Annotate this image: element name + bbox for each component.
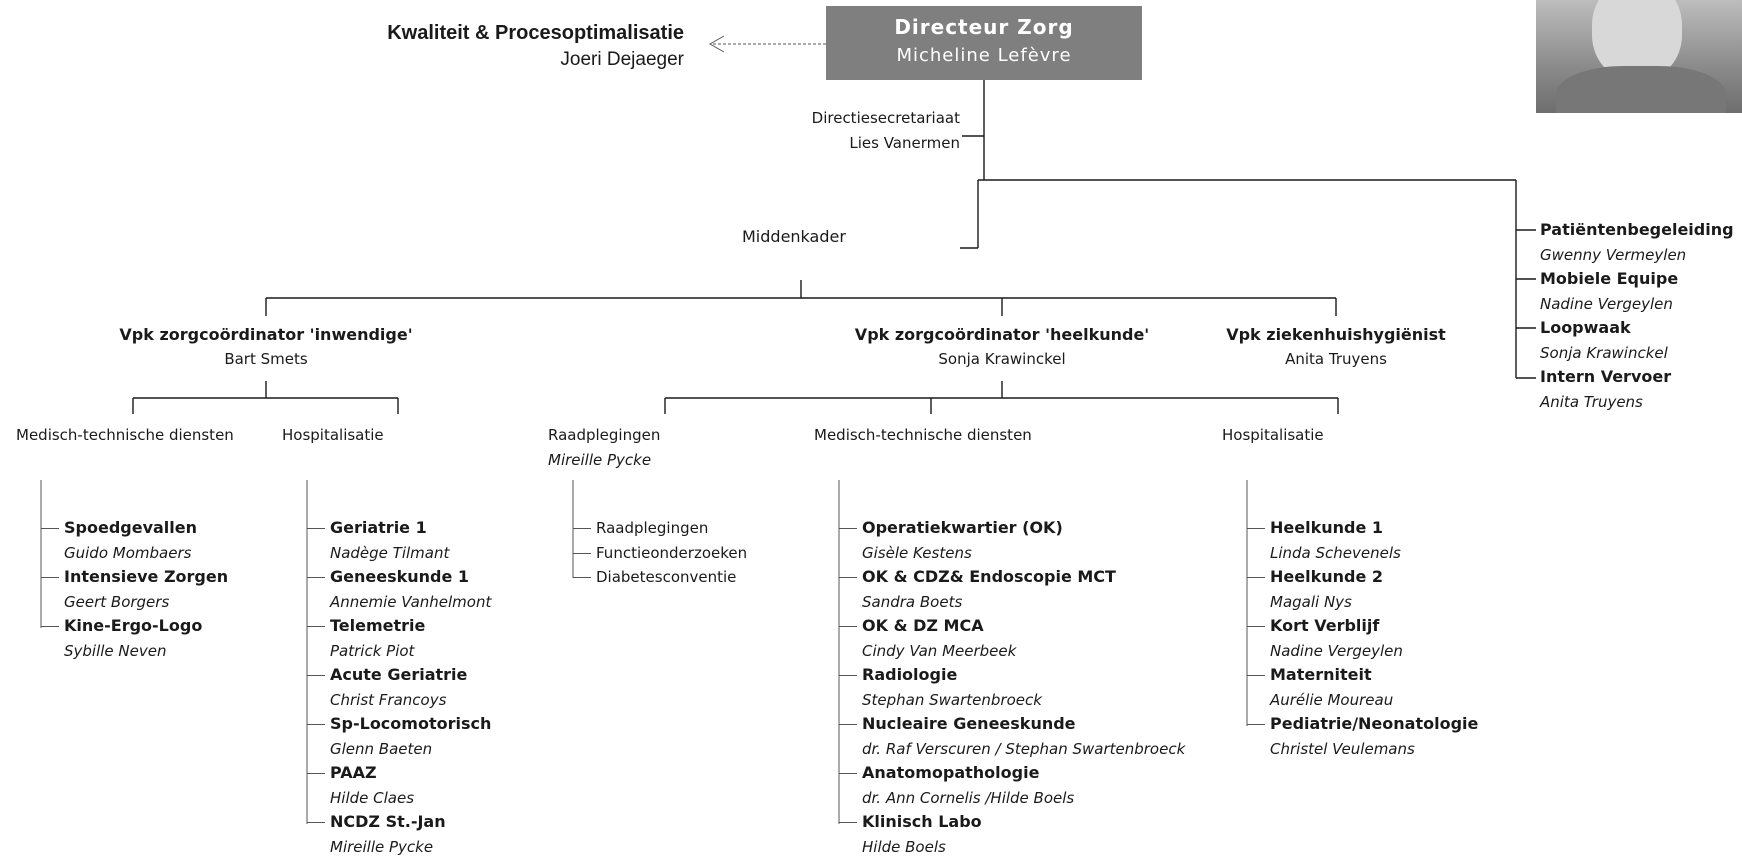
unit-title: Sp-Locomotorisch bbox=[330, 712, 491, 737]
unit-head: Patrick Piot bbox=[330, 639, 491, 664]
director-photo bbox=[1536, 0, 1742, 113]
hygienist-name: Anita Truyens bbox=[1285, 350, 1387, 368]
coordinator-inwendige-name: Bart Smets bbox=[224, 350, 307, 368]
unit-title: Kort Verblijf bbox=[1270, 614, 1478, 639]
unit-head: Mireille Pycke bbox=[330, 835, 491, 859]
inwendige-mtd-list: Spoedgevallen Guido Mombaers Intensieve … bbox=[64, 516, 228, 663]
director-title: Directeur Zorg bbox=[826, 15, 1142, 39]
heelkunde-mtd-label: Medisch-technische diensten bbox=[814, 426, 1032, 444]
staff-list-right: Patiëntenbegeleiding Gwenny Vermeylen Mo… bbox=[1540, 218, 1734, 414]
unit-title: Radiologie bbox=[862, 663, 1185, 688]
coordinator-inwendige-title: Vpk zorgcoördinator 'inwendige' bbox=[119, 325, 412, 344]
unit-title: OK & DZ MCA bbox=[862, 614, 1185, 639]
unit-title: PAAZ bbox=[330, 761, 491, 786]
raadplegingen-item: Raadplegingen bbox=[596, 516, 747, 541]
unit-head: Sybille Neven bbox=[64, 639, 228, 664]
unit-head: Sandra Boets bbox=[862, 590, 1185, 615]
secretariat-name: Lies Vanermen bbox=[849, 134, 960, 152]
unit-title: Intensieve Zorgen bbox=[64, 565, 228, 590]
unit-head: dr. Raf Verscuren / Stephan Swartenbroec… bbox=[862, 737, 1185, 762]
unit-head: Glenn Baeten bbox=[330, 737, 491, 762]
quality-title: Kwaliteit & Procesoptimalisatie bbox=[387, 22, 684, 45]
unit-head: Aurélie Moureau bbox=[1270, 688, 1478, 713]
unit-head: Christ Francoys bbox=[330, 688, 491, 713]
unit-head: Gisèle Kestens bbox=[862, 541, 1185, 566]
unit-title: Materniteit bbox=[1270, 663, 1478, 688]
unit-title: NCDZ St.-Jan bbox=[330, 810, 491, 835]
photo-sweater bbox=[1556, 66, 1726, 113]
inwendige-hosp-list: Geriatrie 1 Nadège Tilmant Geneeskunde 1… bbox=[330, 516, 491, 859]
director-name: Micheline Lefèvre bbox=[826, 45, 1142, 66]
unit-title: Geneeskunde 1 bbox=[330, 565, 491, 590]
unit-head: Guido Mombaers bbox=[64, 541, 228, 566]
staff-name: Gwenny Vermeylen bbox=[1540, 243, 1734, 268]
raadplegingen-item: Functieonderzoeken bbox=[596, 541, 747, 566]
staff-title: Mobiele Equipe bbox=[1540, 267, 1734, 292]
heelkunde-hosp-label: Hospitalisatie bbox=[1222, 426, 1324, 444]
coordinator-heelkunde-title: Vpk zorgcoördinator 'heelkunde' bbox=[855, 325, 1149, 344]
unit-head: Annemie Vanhelmont bbox=[330, 590, 491, 615]
unit-title: Klinisch Labo bbox=[862, 810, 1185, 835]
heelkunde-mtd-list: Operatiekwartier (OK) Gisèle Kestens OK … bbox=[862, 516, 1185, 859]
unit-title: Spoedgevallen bbox=[64, 516, 228, 541]
unit-title: OK & CDZ& Endoscopie MCT bbox=[862, 565, 1185, 590]
inwendige-hosp-label: Hospitalisatie bbox=[282, 426, 384, 444]
unit-title: Pediatrie/Neonatologie bbox=[1270, 712, 1478, 737]
unit-title: Kine-Ergo-Logo bbox=[64, 614, 228, 639]
unit-title: Geriatrie 1 bbox=[330, 516, 491, 541]
heelkunde-hosp-list: Heelkunde 1 Linda Schevenels Heelkunde 2… bbox=[1270, 516, 1478, 761]
raadplegingen-item: Diabetesconventie bbox=[596, 565, 747, 590]
unit-title: Heelkunde 1 bbox=[1270, 516, 1478, 541]
staff-title: Loopwaak bbox=[1540, 316, 1734, 341]
unit-head: Hilde Boels bbox=[862, 835, 1185, 859]
staff-name: Anita Truyens bbox=[1540, 390, 1734, 415]
unit-title: Heelkunde 2 bbox=[1270, 565, 1478, 590]
quality-name: Joeri Dejaeger bbox=[560, 49, 684, 71]
staff-title: Patiëntenbegeleiding bbox=[1540, 218, 1734, 243]
raadplegingen-name: Mireille Pycke bbox=[548, 451, 651, 469]
staff-title: Intern Vervoer bbox=[1540, 365, 1734, 390]
unit-head: Magali Nys bbox=[1270, 590, 1478, 615]
middle-management-label: Middenkader bbox=[742, 227, 846, 246]
unit-head: dr. Ann Cornelis /Hilde Boels bbox=[862, 786, 1185, 811]
director-box: Directeur Zorg Micheline Lefèvre bbox=[826, 6, 1142, 80]
unit-head: Stephan Swartenbroeck bbox=[862, 688, 1185, 713]
unit-title: Anatomopathologie bbox=[862, 761, 1185, 786]
unit-head: Nadine Vergeylen bbox=[1270, 639, 1478, 664]
coordinator-heelkunde-name: Sonja Krawinckel bbox=[938, 350, 1065, 368]
inwendige-mtd-label: Medisch-technische diensten bbox=[16, 426, 234, 444]
hygienist-title: Vpk ziekenhuishygiënist bbox=[1226, 325, 1446, 344]
unit-title: Acute Geriatrie bbox=[330, 663, 491, 688]
unit-head: Linda Schevenels bbox=[1270, 541, 1478, 566]
staff-name: Nadine Vergeylen bbox=[1540, 292, 1734, 317]
staff-name: Sonja Krawinckel bbox=[1540, 341, 1734, 366]
unit-head: Christel Veulemans bbox=[1270, 737, 1478, 762]
unit-head: Hilde Claes bbox=[330, 786, 491, 811]
unit-head: Geert Borgers bbox=[64, 590, 228, 615]
unit-head: Nadège Tilmant bbox=[330, 541, 491, 566]
unit-title: Nucleaire Geneeskunde bbox=[862, 712, 1185, 737]
secretariat-title: Directiesecretariaat bbox=[812, 109, 960, 127]
unit-title: Telemetrie bbox=[330, 614, 491, 639]
unit-title: Operatiekwartier (OK) bbox=[862, 516, 1185, 541]
raadplegingen-list: Raadplegingen Functieonderzoeken Diabete… bbox=[596, 516, 747, 590]
unit-head: Cindy Van Meerbeek bbox=[862, 639, 1185, 664]
raadplegingen-label: Raadplegingen bbox=[548, 426, 660, 444]
